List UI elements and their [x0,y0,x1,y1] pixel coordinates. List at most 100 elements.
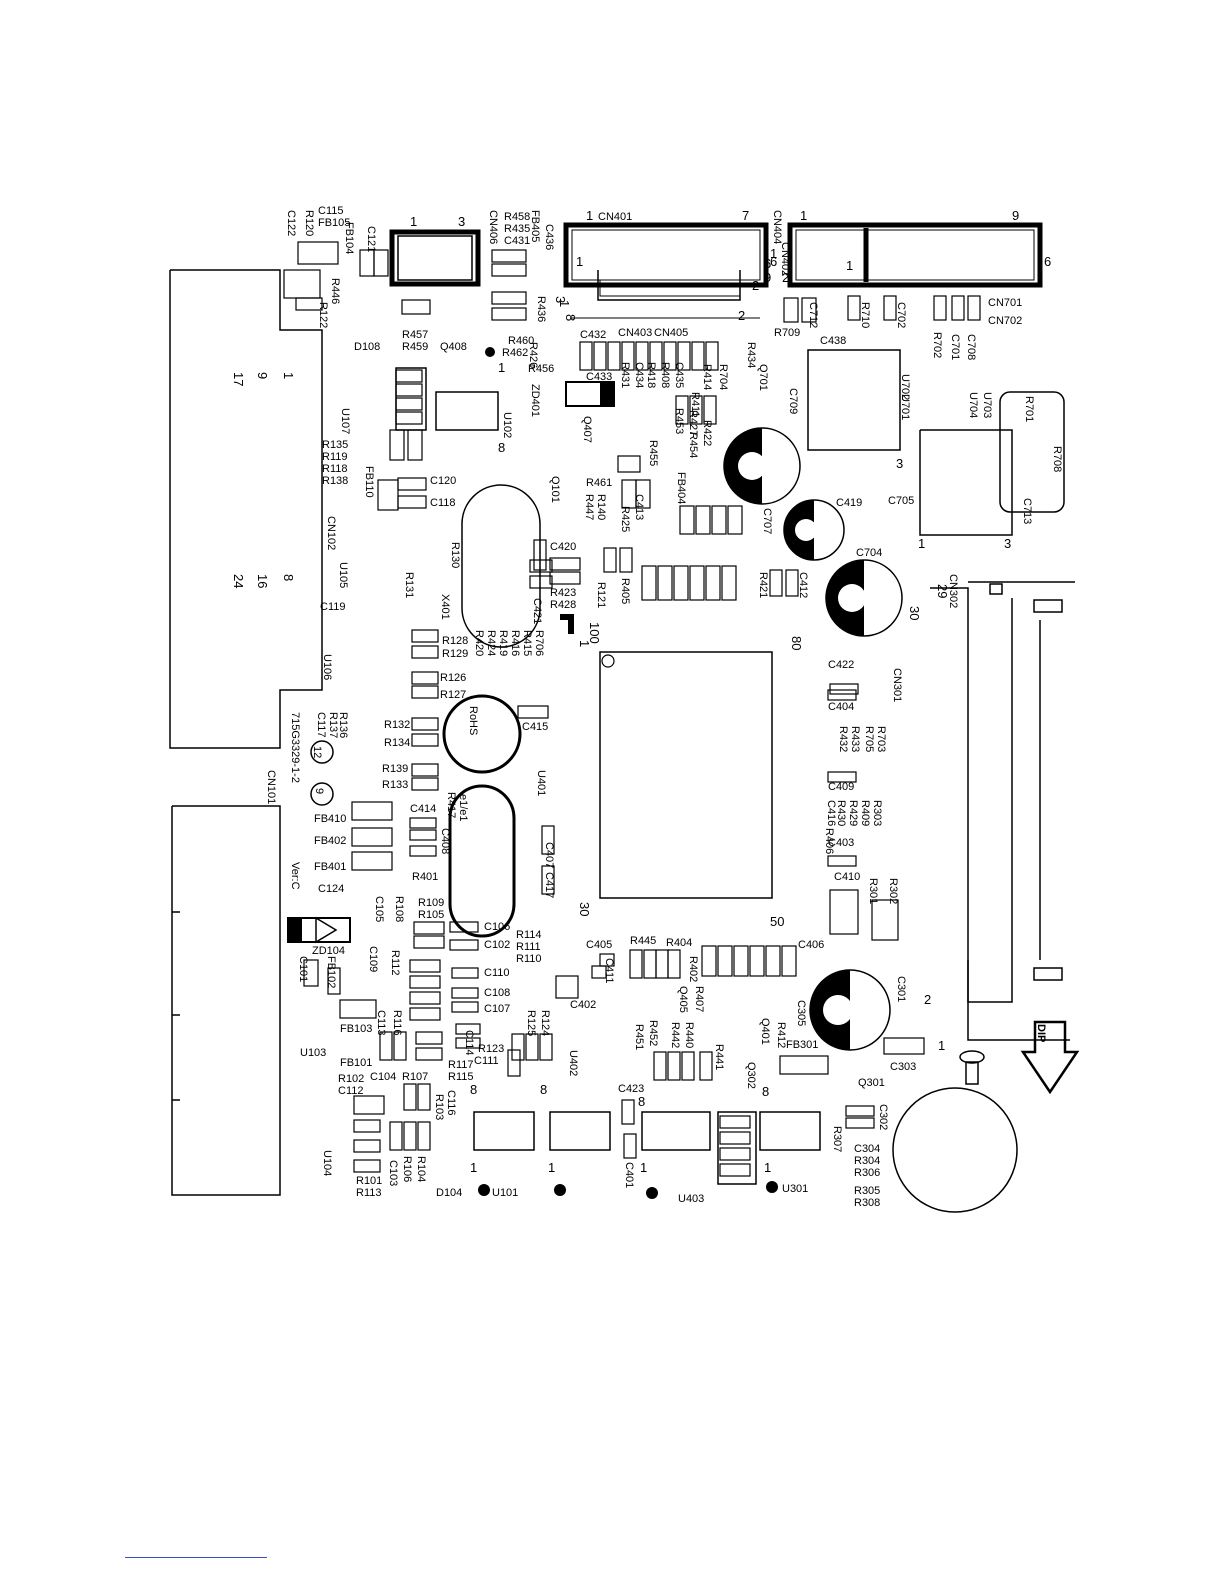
ref-r704: R704 [717,364,729,390]
electrolytic-c704 [825,559,903,637]
ref-u703: U703 [981,392,993,418]
smd-pad [539,1033,553,1061]
connector-cn401 [563,222,769,319]
smd-pad [507,1049,521,1077]
ref-c114: C114 [463,1030,475,1055]
ref-r425: R425 [619,506,631,532]
smd-pad [351,851,393,871]
ref-r461: R461 [586,477,612,489]
smd-pad [409,1007,441,1021]
smd-pad [411,645,439,659]
smd-pad [675,395,689,425]
ref-d108: D108 [354,341,380,353]
ref-r134: R134 [384,737,410,749]
regulator-u702-u701 [807,349,1065,536]
ref-r105: R105 [418,909,444,921]
pin-marker: 8 [470,1082,477,1097]
smd-pad [415,1047,443,1061]
ref-r111: R111 [516,941,541,953]
smd-pad [635,479,651,509]
smd-pad [717,945,733,977]
smd-pad [657,565,673,601]
smd-pad [765,945,781,977]
ref-c115: C115 [318,205,343,217]
ref-q101: Q101 [549,476,561,503]
ref-r414: R414 [701,364,713,390]
ref-c109: C109 [367,946,379,972]
smd-pad [303,959,319,987]
pin-marker: 3 [553,296,568,303]
connector-ref-cn301: CN301 [891,668,903,702]
connector-ref-cn101: CN101 [265,770,277,804]
ref-r419: R419 [497,630,509,656]
smd-pad [619,547,633,573]
cn102-pin: 16 [255,574,270,588]
smd-pad [699,1051,713,1081]
smd-pad [403,1083,417,1111]
ref-c113: C113 [375,1010,387,1035]
smd-pad [549,557,581,571]
ref-r110: R110 [516,953,541,965]
ref-c704: C704 [856,547,882,559]
ref-r102: R102 [338,1073,364,1085]
smd-pad [351,801,393,821]
ref-r118: R118 [322,463,347,475]
ic-pin-number: 30 [577,902,592,916]
connector-ref-cn403: CN403 [618,327,652,339]
date-circle-1 [310,740,334,764]
pin-marker: 8 [540,1082,547,1097]
ref-r131: R131 [403,572,415,598]
smd-pad [351,827,393,847]
smd-pad [411,671,439,685]
ref-c124: C124 [318,883,344,895]
smd-pad [829,683,859,695]
smd-pad [695,505,711,535]
ref-r447: R447 [583,494,595,520]
ref-r104: R104 [415,1156,427,1182]
ref-r114: R114 [516,929,541,941]
dip-arrow [1020,1020,1080,1095]
ic-pin-number: 50 [770,914,784,929]
ref-r427: R427 [687,410,699,436]
smd-pad [749,945,765,977]
ref-c118: C118 [430,497,455,509]
ref-r422: R422 [701,420,713,446]
ref-r108: R108 [393,896,405,922]
connector-ref-cn406: CN406 [487,210,499,244]
ref-fb405: FB405 [529,210,541,242]
smd-pad [449,921,479,933]
ref-r130: R130 [449,542,461,568]
pin-marker: 30 [907,606,922,620]
smd-pad [883,295,897,321]
ref-r434: R434 [745,342,757,368]
ref-r430: R430 [835,800,847,826]
electrolytic-c707 [723,427,801,505]
pin-marker: 29 [935,584,950,598]
smd-pad [701,945,717,977]
ref-r133: R133 [382,779,408,791]
ref-c422: C422 [828,659,854,671]
ref-r106: R106 [401,1156,413,1182]
smd-pad [407,429,423,461]
connector-ref-cn402: CN402 [779,242,791,276]
smd-pad [719,1115,751,1129]
ref-r138: R138 [322,475,348,487]
smd-pad [491,291,527,305]
ref-c410: C410 [834,871,860,883]
ref-r420: R420 [473,630,485,656]
connector-pin-last: 9 [1012,208,1019,223]
smd-pad [395,397,423,411]
smd-pad [413,935,445,949]
ref-r445: R445 [630,935,656,947]
ref-r305: R305 [854,1185,880,1197]
ic-u401 [560,614,773,899]
connector-ref-cn701: CN701 [988,297,1022,309]
smd-pad [411,763,439,777]
smd-pad [655,949,669,979]
ref-q701: Q701 [757,364,769,391]
ref-r119: R119 [322,451,347,463]
ref-c414: C414 [410,803,436,815]
smd-pad [629,949,643,979]
ref-fb401: FB401 [314,861,346,873]
ref-c713: C713 [1021,498,1033,524]
